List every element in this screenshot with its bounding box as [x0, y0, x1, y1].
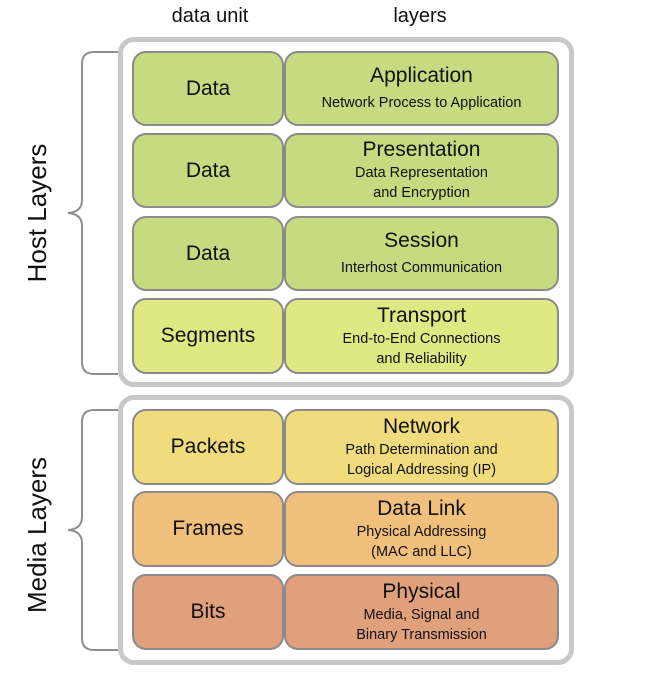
data-unit-label: Bits [190, 600, 226, 623]
presentation-layer: Presentation Data Representation and Enc… [284, 133, 559, 208]
data-unit-label: Data [185, 241, 231, 265]
presentation-data-unit: Data [132, 133, 284, 208]
data-unit-label: Data [185, 76, 231, 100]
media-layers-label: Media Layers [22, 456, 52, 614]
host-layers-label: Host Layers [22, 143, 52, 283]
layer-description: Data Representation and Encryption [355, 165, 488, 201]
data-link-layer: Data Link Physical Addressing (MAC and L… [284, 491, 559, 567]
host-layers-brace [67, 51, 118, 375]
layer-description: Media, Signal and Binary Transmission [356, 606, 487, 643]
layer-name: Transport [376, 303, 467, 327]
data-unit-column-header: data unit [171, 5, 249, 27]
layer-name: Physical [382, 579, 461, 603]
session-data-unit: Data [132, 216, 284, 291]
layer-name: Application [370, 64, 473, 87]
transport-layer: Transport End-to-End Connections and Rel… [284, 298, 559, 374]
layer-description: Path Determination and Logical Addressin… [345, 441, 498, 478]
layer-name: Session [384, 229, 459, 252]
layer-description: Interhost Communication [340, 260, 503, 276]
media-layers-brace [67, 409, 118, 651]
layer-description: End-to-End Connections and Reliability [342, 330, 501, 367]
data-link-data-unit: Frames [132, 491, 284, 567]
layers-column-header: layers [393, 5, 447, 27]
data-unit-label: Packets [170, 435, 246, 458]
data-unit-label: Segments [160, 324, 256, 347]
network-layer: Network Path Determination and Logical A… [284, 409, 559, 485]
layer-name: Presentation [362, 138, 481, 161]
network-data-unit: Packets [132, 409, 284, 485]
layer-description: Network Process to Application [321, 95, 522, 111]
layer-name: Network [382, 414, 461, 438]
application-layer: Application Network Process to Applicati… [284, 51, 559, 126]
physical-data-unit: Bits [132, 574, 284, 650]
session-layer: Session Interhost Communication [284, 216, 559, 291]
transport-data-unit: Segments [132, 298, 284, 374]
data-unit-label: Frames [172, 517, 244, 540]
layer-name: Data Link [377, 496, 466, 520]
data-unit-label: Data [185, 158, 231, 182]
layer-description: Physical Addressing (MAC and LLC) [356, 523, 487, 560]
application-data-unit: Data [132, 51, 284, 126]
physical-layer: Physical Media, Signal and Binary Transm… [284, 574, 559, 650]
